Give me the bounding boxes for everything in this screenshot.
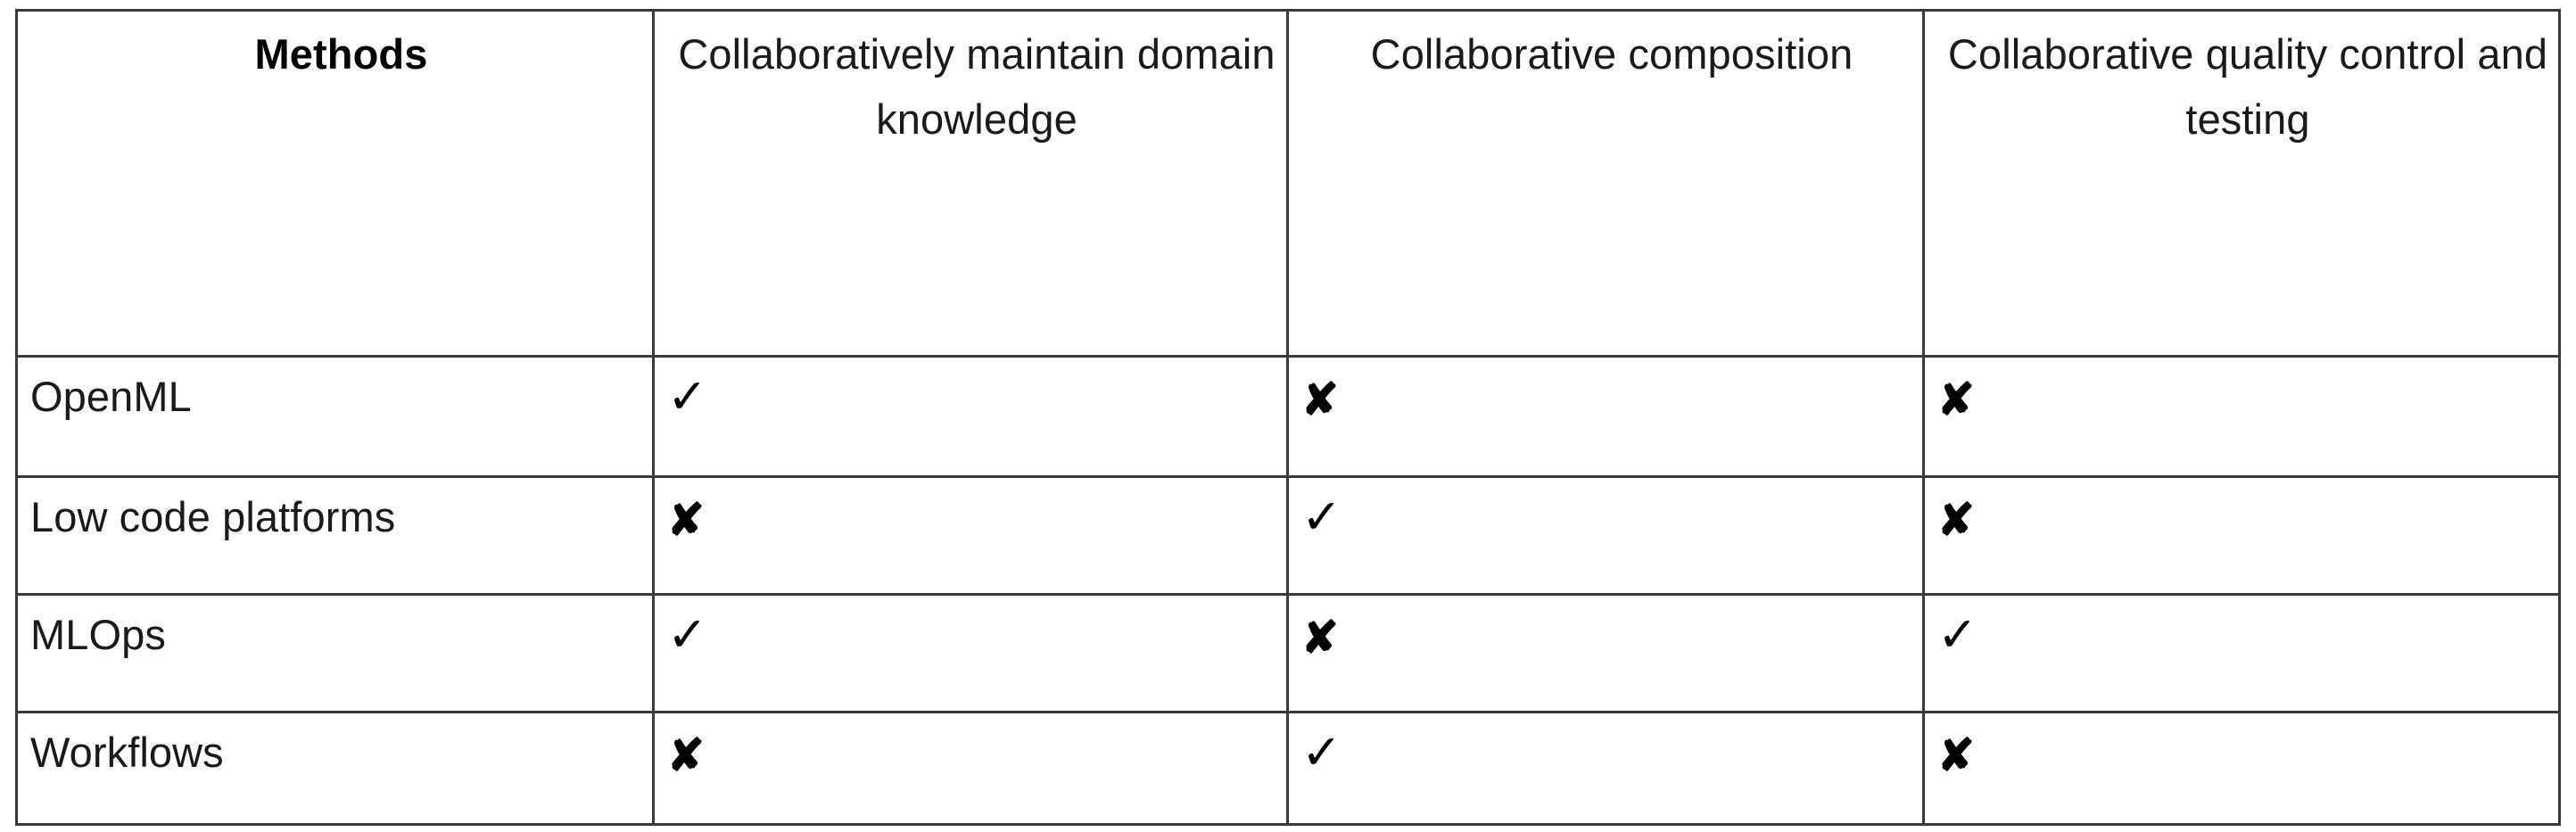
cell-domain-knowledge-inner: ✘ — [655, 478, 1286, 545]
row-method-name-cell: OpenML — [15, 355, 655, 478]
cell-quality-control: ✘ — [1922, 711, 2561, 826]
column-header-quality-control-label: Collaborative quality control and testin… — [1947, 30, 2548, 143]
cell-composition: ✘ — [1286, 355, 1925, 478]
check-icon: ✓ — [1301, 490, 1342, 544]
column-header-domain-knowledge-label: Collaboratively maintain domain knowledg… — [678, 30, 1276, 143]
column-header-composition: Collaborative composition — [1286, 9, 1925, 358]
cell-quality-control-inner: ✘ — [1925, 358, 2558, 424]
cross-icon: ✘ — [1937, 730, 1975, 780]
comparison-table-container: Methods Collaboratively maintain domain … — [15, 9, 2561, 826]
cross-icon: ✘ — [1937, 495, 1975, 545]
check-icon: ✓ — [667, 608, 708, 662]
cell-domain-knowledge: ✓ — [652, 593, 1289, 713]
row-method-name-cell: Workflows — [15, 711, 655, 826]
cross-icon: ✘ — [1301, 613, 1339, 663]
cross-icon: ✘ — [1301, 375, 1339, 424]
cell-domain-knowledge: ✘ — [652, 475, 1289, 596]
cell-domain-knowledge: ✓ — [652, 355, 1289, 478]
check-icon: ✓ — [1301, 726, 1342, 779]
cell-domain-knowledge-inner: ✓ — [655, 358, 1286, 424]
column-header-composition-label: Collaborative composition — [1370, 30, 1854, 78]
cell-quality-control: ✘ — [1922, 355, 2561, 478]
cell-composition-inner: ✘ — [1289, 596, 1922, 663]
table-row: OpenML ✓ ✘ ✘ — [15, 355, 2561, 478]
table-row: Workflows ✘ ✓ ✘ — [15, 711, 2561, 826]
row-method-name-cell: MLOps — [15, 593, 655, 713]
table-row: Low code platforms ✘ ✓ ✘ — [15, 475, 2561, 596]
cell-composition: ✘ — [1286, 593, 1925, 713]
cross-icon: ✘ — [667, 495, 705, 545]
cell-composition-inner: ✘ — [1289, 358, 1922, 424]
methods-comparison-table: Methods Collaboratively maintain domain … — [15, 9, 2561, 826]
column-header-methods: Methods — [15, 9, 655, 358]
cross-icon: ✘ — [1937, 375, 1975, 424]
cell-domain-knowledge-inner: ✓ — [655, 596, 1286, 663]
check-icon: ✓ — [667, 370, 708, 424]
cell-composition: ✓ — [1286, 475, 1925, 596]
cell-quality-control: ✓ — [1922, 593, 2561, 713]
cell-domain-knowledge: ✘ — [652, 711, 1289, 826]
cell-quality-control-inner: ✘ — [1925, 478, 2558, 545]
cell-quality-control: ✘ — [1922, 475, 2561, 596]
row-method-name: OpenML — [30, 373, 192, 420]
cell-composition: ✓ — [1286, 711, 1925, 826]
cell-composition-inner: ✓ — [1289, 713, 1922, 780]
row-method-name: Workflows — [30, 729, 224, 776]
column-header-quality-control: Collaborative quality control and testin… — [1922, 9, 2561, 358]
table-header-row: Methods Collaboratively maintain domain … — [15, 9, 2561, 358]
cell-composition-inner: ✓ — [1289, 478, 1922, 545]
check-icon: ✓ — [1937, 608, 1978, 662]
cross-icon: ✘ — [667, 730, 705, 780]
cell-quality-control-inner: ✓ — [1925, 596, 2558, 663]
row-method-name: MLOps — [30, 611, 166, 658]
row-method-name: Low code platforms — [30, 493, 396, 540]
cell-quality-control-inner: ✘ — [1925, 713, 2558, 780]
cell-domain-knowledge-inner: ✘ — [655, 713, 1286, 780]
row-method-name-cell: Low code platforms — [15, 475, 655, 596]
column-header-domain-knowledge: Collaboratively maintain domain knowledg… — [652, 9, 1289, 358]
column-header-methods-label: Methods — [254, 30, 428, 78]
table-row: MLOps ✓ ✘ ✓ — [15, 593, 2561, 713]
